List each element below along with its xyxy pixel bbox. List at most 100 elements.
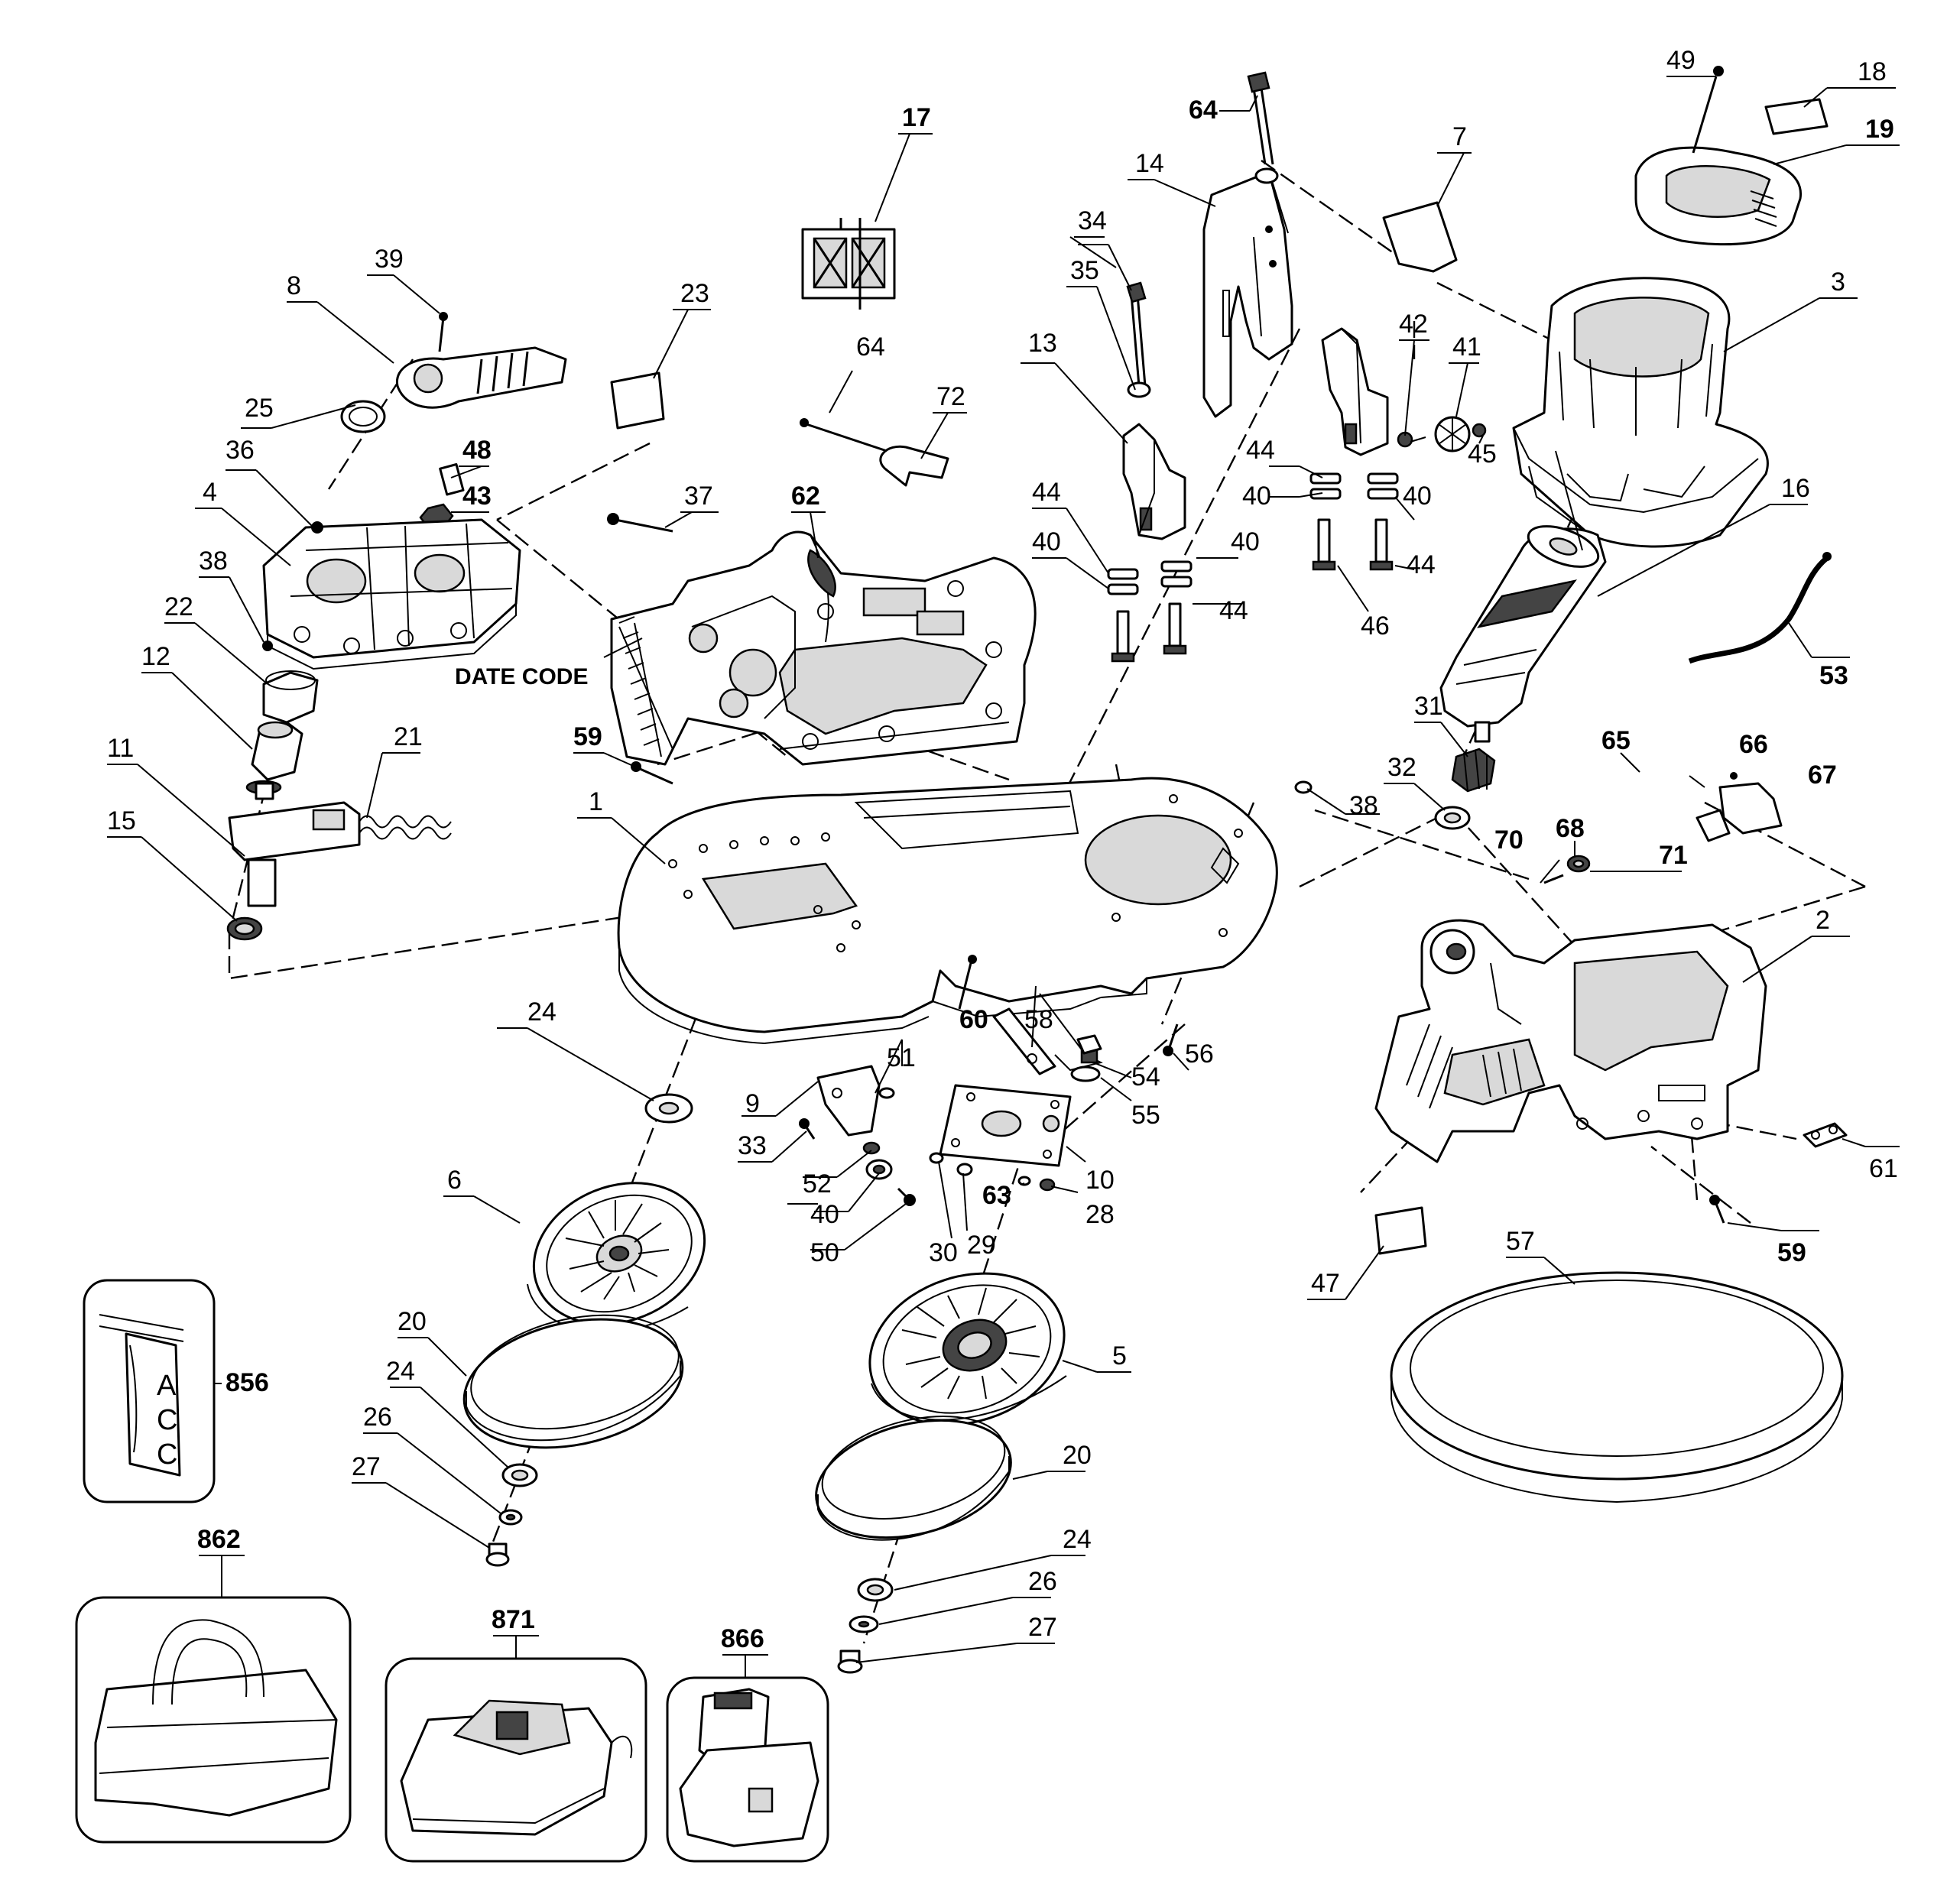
leader-lines (107, 76, 1900, 1678)
label-29: 29 (967, 1231, 996, 1260)
label-67: 67 (1808, 761, 1837, 790)
label-52: 52 (803, 1169, 832, 1199)
accessory-856 (83, 1279, 216, 1503)
part-switch (801, 218, 896, 310)
label-63: 63 (982, 1181, 1011, 1210)
part-lever (396, 312, 567, 409)
label-6: 6 (447, 1166, 462, 1195)
label-46: 46 (1361, 611, 1390, 641)
label-23: 23 (680, 279, 709, 308)
label-27b: 27 (1028, 1613, 1057, 1642)
label-64b: 64 (1189, 96, 1218, 125)
part-number-labels: 17 23 64 72 8 39 25 36 48 43 4 38 22 12 … (107, 46, 1898, 1653)
label-62: 62 (791, 482, 820, 511)
label-49: 49 (1666, 46, 1696, 75)
label-10: 10 (1085, 1166, 1115, 1195)
part-tire-left (462, 1314, 684, 1449)
accessory-871-charger (385, 1657, 647, 1863)
part-screw-59a (631, 761, 673, 785)
label-21: 21 (394, 722, 423, 751)
part-screw-54 (1070, 1034, 1102, 1082)
part-label-7 (1382, 201, 1458, 273)
label-18: 18 (1858, 57, 1887, 86)
label-40c: 40 (1242, 482, 1271, 511)
label-31: 31 (1414, 692, 1443, 721)
label-26a: 26 (363, 1403, 392, 1432)
label-27a: 27 (352, 1452, 381, 1481)
label-40a: 40 (1032, 527, 1061, 556)
label-68: 68 (1556, 814, 1585, 843)
label-66: 66 (1739, 730, 1768, 759)
part-blade-guard (1202, 170, 1293, 418)
part-label-23 (610, 371, 665, 430)
label-37: 37 (684, 482, 713, 511)
label-36: 36 (226, 436, 255, 465)
label-1: 1 (589, 787, 603, 816)
label-61: 61 (1869, 1154, 1898, 1183)
part-clip (800, 418, 949, 487)
label-34: 34 (1078, 206, 1107, 235)
part-end-cap (1634, 66, 1829, 246)
part-tension-slide (228, 801, 452, 907)
label-40e: 40 (810, 1200, 839, 1229)
label-871: 871 (492, 1605, 535, 1634)
label-22: 22 (164, 592, 193, 621)
accessory-862-tool-bag (75, 1596, 352, 1844)
part-screw-34 (1126, 281, 1151, 398)
label-25: 25 (245, 394, 274, 423)
label-24c: 24 (1063, 1525, 1092, 1554)
label-20b: 20 (1063, 1441, 1092, 1470)
part-plug-nut (419, 463, 465, 529)
part-plate-9 (799, 1039, 916, 1206)
part-clip-61 (1803, 1122, 1848, 1148)
label-4: 4 (203, 478, 217, 507)
label-32: 32 (1387, 753, 1416, 782)
label-47: 47 (1311, 1269, 1340, 1298)
label-44d: 44 (1407, 550, 1436, 579)
part-plate-10 (929, 1084, 1072, 1192)
acc-letter-c2: C (157, 1439, 177, 1471)
label-43: 43 (462, 482, 492, 511)
part-screw-56 (1163, 1023, 1179, 1056)
label-45: 45 (1468, 440, 1497, 469)
part-bushing (262, 670, 319, 724)
part-trigger-switch (1543, 772, 1783, 884)
label-58: 58 (1024, 1005, 1053, 1034)
part-guide-bracket (1321, 327, 1389, 456)
label-38b: 38 (1349, 791, 1378, 820)
label-48: 48 (462, 436, 492, 465)
label-44b: 44 (1219, 596, 1248, 625)
label-3: 3 (1831, 268, 1845, 297)
part-bracket-13 (1122, 423, 1186, 540)
label-862: 862 (197, 1525, 241, 1554)
label-20a: 20 (398, 1307, 427, 1336)
label-59b: 59 (1777, 1238, 1806, 1267)
label-70: 70 (1494, 825, 1524, 855)
part-wire (1688, 556, 1829, 664)
label-54: 54 (1131, 1062, 1160, 1091)
label-28: 28 (1085, 1200, 1115, 1229)
label-33: 33 (738, 1131, 767, 1160)
accessory-866-battery (666, 1676, 829, 1863)
label-14: 14 (1135, 149, 1164, 178)
part-housing-right (1374, 919, 1767, 1163)
label-30: 30 (929, 1238, 958, 1267)
label-17: 17 (902, 103, 931, 132)
part-motor-housing (1512, 277, 1769, 548)
label-2: 2 (1816, 906, 1830, 935)
part-bearing-group (1397, 416, 1487, 452)
part-ring-25 (340, 400, 386, 433)
label-41: 41 (1452, 332, 1481, 362)
label-7: 7 (1452, 122, 1467, 151)
label-8: 8 (287, 271, 301, 300)
label-9: 9 (745, 1089, 760, 1118)
part-bracket-58 (958, 955, 1056, 1075)
label-50: 50 (810, 1238, 839, 1267)
washers-right (1309, 472, 1399, 571)
washers-left (1107, 560, 1193, 663)
label-65: 65 (1601, 726, 1631, 755)
label-35: 35 (1070, 256, 1099, 285)
label-26b: 26 (1028, 1567, 1057, 1596)
label-60: 60 (959, 1005, 988, 1034)
